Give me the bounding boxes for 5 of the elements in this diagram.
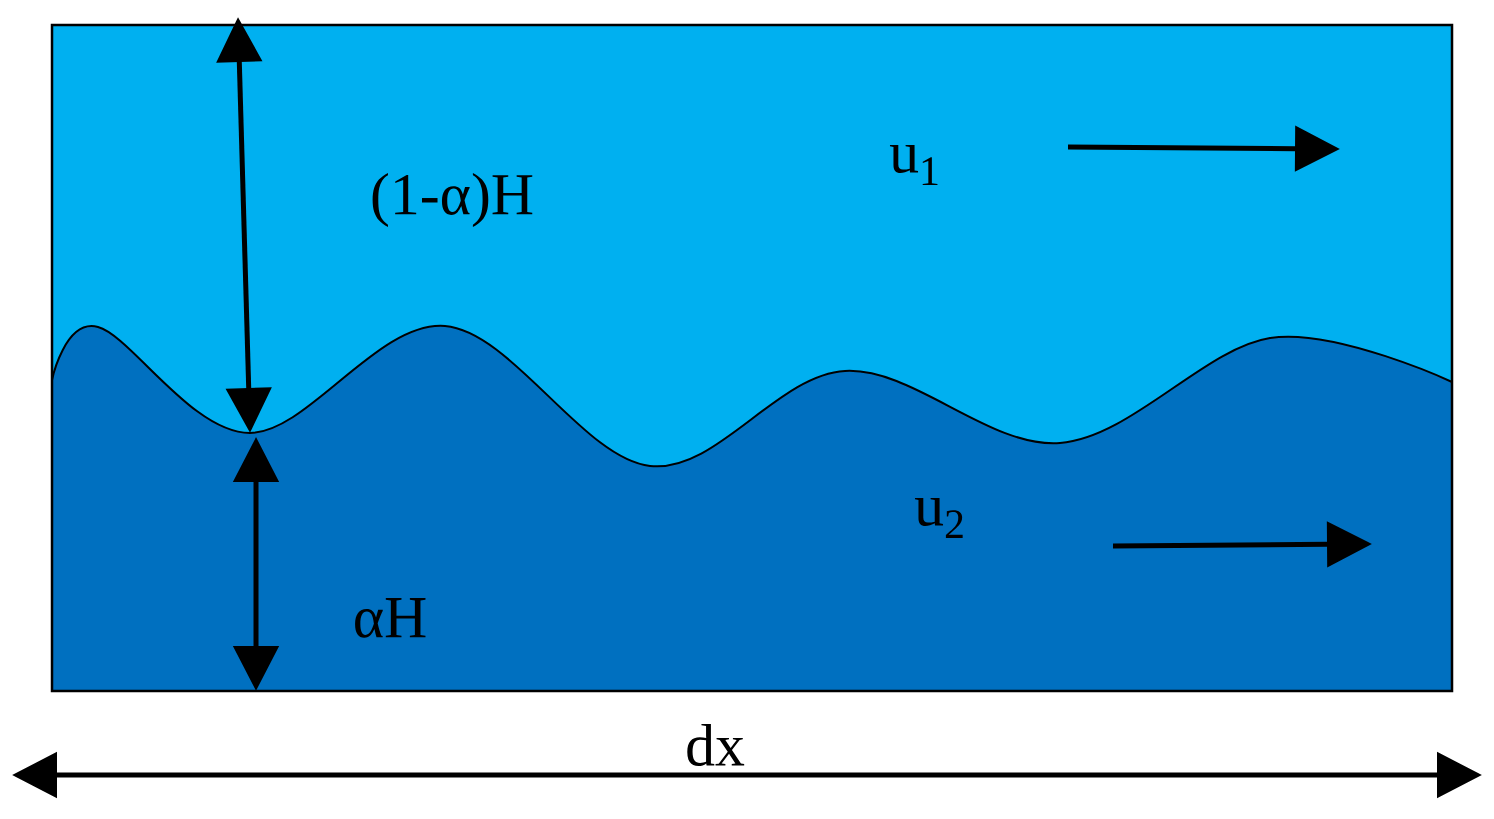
velocity-label: u$_{1}$ (890, 145, 938, 185)
dimension-label: dx (687, 723, 745, 766)
velocity-label: u$_{2}$ (915, 497, 963, 538)
dimension-label: αH (355, 598, 426, 638)
dimension-label: (1-α)H (372, 172, 533, 228)
